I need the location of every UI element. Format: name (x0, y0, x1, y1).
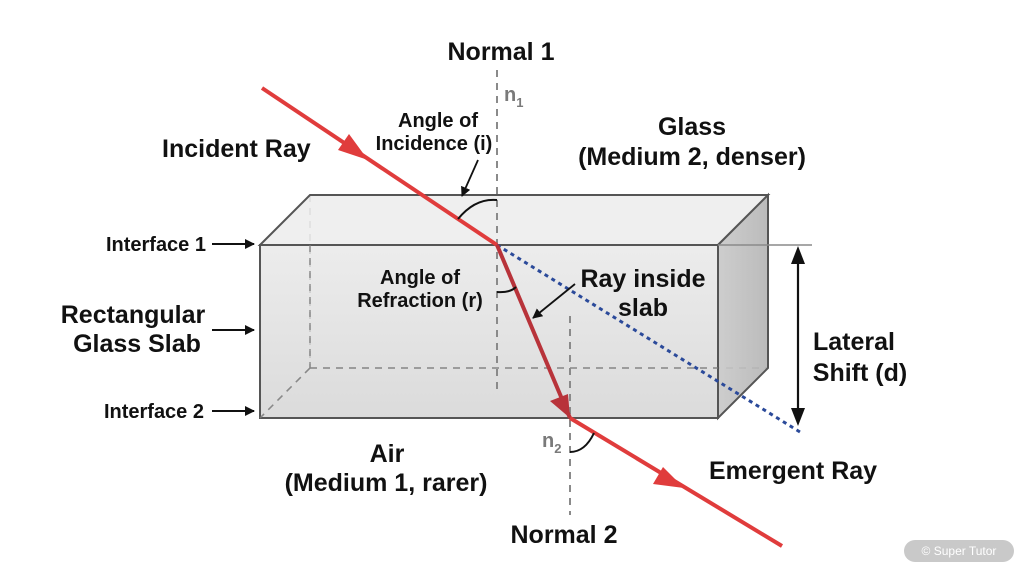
angle-of-refraction-arc (496, 286, 517, 294)
incidence-pointer (461, 159, 479, 197)
ray-inside-slab (495, 244, 572, 419)
lateral-shift-arrow (791, 246, 805, 426)
incident-ray-extension (496, 243, 801, 434)
angle-incidence-label-line2: Incidence (i) (376, 133, 493, 155)
air-label-line1: Air (370, 440, 405, 468)
slab-hidden-edges-overlay (259, 245, 718, 419)
ray-inside-label-line1: Ray inside (580, 265, 705, 293)
incident-ray-label: Incident Ray (162, 135, 311, 163)
normal1-label: Normal 1 (448, 38, 555, 66)
slab-label-line2: Glass Slab (73, 330, 201, 358)
incident-ray-arrowhead (338, 134, 368, 160)
n1-label: n1 (504, 84, 523, 110)
angle-refraction-label-line1: Angle of (380, 267, 460, 289)
angle-incidence-label-line1: Angle of (398, 110, 478, 132)
normal2-label: Normal 2 (511, 521, 618, 549)
interface2-label: Interface 2 (104, 401, 204, 423)
ray-inside-pointer (532, 283, 576, 319)
slab-top-face (257, 194, 771, 246)
watermark-badge: © Super Tutor (904, 540, 1014, 562)
lateral-shift-label-line1: Lateral (813, 328, 895, 356)
ray-inside-label-line2: slab (618, 294, 668, 322)
emergent-ray-arrowhead (653, 467, 684, 488)
emergent-ray-label: Emergent Ray (709, 457, 877, 485)
slab-front-face (259, 244, 719, 419)
lateral-shift-label-line2: Shift (d) (813, 359, 907, 387)
angle-refraction-label-line2: Refraction (r) (357, 290, 483, 312)
glass-label-line1: Glass (658, 113, 726, 141)
angle-of-incidence-arc (457, 198, 498, 220)
n2-label: n2 (542, 430, 561, 456)
air-label-line2: (Medium 1, rarer) (285, 469, 488, 497)
slab-label-line1: Rectangular (61, 301, 206, 329)
ray-inside-arrowhead (550, 394, 570, 418)
interface1-label: Interface 1 (106, 234, 206, 256)
emergent-angle-arc (569, 432, 595, 453)
glass-label-line2: (Medium 2, denser) (578, 143, 806, 171)
